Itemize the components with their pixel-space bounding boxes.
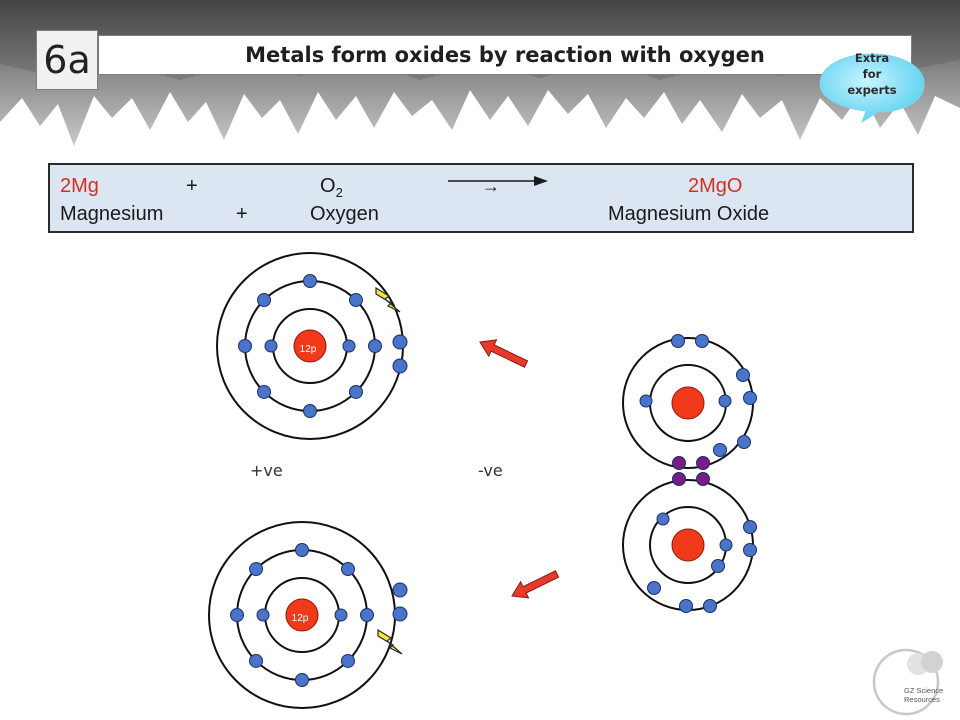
middle-electron bbox=[295, 543, 309, 557]
transfer-arrow-bottom bbox=[511, 570, 560, 599]
logo-text: GZ Science Resources bbox=[904, 686, 960, 704]
transfer-arrow-top bbox=[479, 339, 529, 368]
inner-electron bbox=[256, 608, 270, 622]
outer-electron bbox=[392, 334, 408, 350]
middle-electron bbox=[340, 562, 355, 577]
equation-word-product: Magnesium Oxide bbox=[608, 203, 770, 225]
badge-line-2: for bbox=[862, 67, 882, 81]
outer-electron bbox=[737, 435, 751, 449]
inner-electron bbox=[342, 339, 356, 353]
gz-science-logo bbox=[872, 648, 943, 716]
oxygen-atom-bottom bbox=[622, 479, 757, 613]
middle-electron bbox=[249, 562, 264, 577]
outer-electron bbox=[743, 520, 757, 534]
middle-electron bbox=[238, 339, 252, 353]
middle-electron bbox=[295, 673, 309, 687]
equation-symbol-plus: + bbox=[186, 175, 198, 197]
electron-transfer-arrows bbox=[479, 339, 560, 599]
middle-electron bbox=[230, 608, 244, 622]
nucleus bbox=[671, 386, 705, 420]
middle-electron bbox=[249, 653, 264, 668]
page-title: Metals form oxides by reaction with oxyg… bbox=[98, 35, 912, 75]
equation-symbol-o2: O2 bbox=[320, 175, 343, 204]
lightning-bolt-bottom bbox=[377, 628, 403, 655]
middle-electron bbox=[360, 608, 374, 622]
outer-electron bbox=[695, 334, 709, 348]
shared-electron bbox=[672, 472, 686, 486]
shared-electron-pair-group bbox=[672, 456, 710, 486]
outer-electron bbox=[392, 582, 408, 598]
middle-electron bbox=[257, 293, 272, 308]
oxygen-atom-top bbox=[622, 334, 757, 469]
positive-charge-label: +ve bbox=[250, 461, 283, 480]
nucleus bbox=[293, 329, 327, 363]
shared-electron bbox=[696, 456, 710, 470]
outer-electron bbox=[743, 543, 757, 557]
magnesium-atom-top bbox=[216, 252, 408, 440]
inner-electron bbox=[334, 608, 348, 622]
outer-electron bbox=[713, 443, 727, 457]
o2-subscript: 2 bbox=[335, 185, 343, 200]
mg-nucleus-label-top: 12p bbox=[300, 344, 317, 355]
nucleus bbox=[671, 528, 705, 562]
middle-electron bbox=[303, 404, 317, 418]
middle-electron bbox=[303, 274, 317, 288]
mg-nucleus-label-bottom: 12p bbox=[292, 613, 309, 624]
outer-electron bbox=[736, 368, 750, 382]
slide-number: 6a bbox=[36, 30, 98, 90]
middle-electron bbox=[257, 384, 272, 399]
shared-electron bbox=[696, 472, 710, 486]
logo-line-2: Resources bbox=[904, 695, 940, 704]
logo-line-1: GZ Science bbox=[904, 686, 944, 695]
middle-electron bbox=[348, 293, 363, 308]
equation-word-plus: + bbox=[236, 203, 248, 225]
inner-electron bbox=[719, 538, 733, 552]
lightning-bolts bbox=[375, 286, 403, 655]
extra-for-experts-badge bbox=[819, 53, 925, 124]
inner-electron bbox=[656, 512, 670, 526]
inner-electron bbox=[639, 394, 653, 408]
magnesium-atom-bottom bbox=[208, 521, 408, 709]
middle-electron bbox=[348, 384, 363, 399]
outer-electron bbox=[647, 581, 661, 595]
equation-box: 2Mg + O2 → 2MgO Magnesium + Oxygen Magne… bbox=[48, 163, 914, 233]
outer-electron bbox=[743, 391, 757, 405]
outer-electron bbox=[711, 559, 725, 573]
extra-for-experts-label: Extra for experts bbox=[818, 50, 926, 98]
equation-word-oxygen: Oxygen bbox=[310, 203, 379, 225]
outer-electron bbox=[392, 358, 408, 374]
outer-electron bbox=[703, 599, 717, 613]
lightning-bolt-top bbox=[375, 286, 401, 313]
shared-electron bbox=[672, 456, 686, 470]
outer-electron bbox=[671, 334, 685, 348]
badge-line-1: Extra bbox=[854, 51, 890, 65]
middle-electron bbox=[368, 339, 382, 353]
inner-electron bbox=[718, 394, 732, 408]
equation-symbol-product: 2MgO bbox=[688, 175, 743, 197]
negative-charge-label: -ve bbox=[478, 461, 503, 480]
o2-base: O bbox=[320, 175, 336, 197]
nucleus bbox=[285, 598, 319, 632]
middle-electron bbox=[340, 653, 355, 668]
equation-symbol-mg: 2Mg bbox=[60, 175, 99, 197]
outer-electron bbox=[679, 599, 693, 613]
equation-word-magnesium: Magnesium bbox=[60, 203, 164, 225]
outer-electron bbox=[392, 606, 408, 622]
inner-electron bbox=[264, 339, 278, 353]
badge-line-3: experts bbox=[847, 83, 897, 97]
